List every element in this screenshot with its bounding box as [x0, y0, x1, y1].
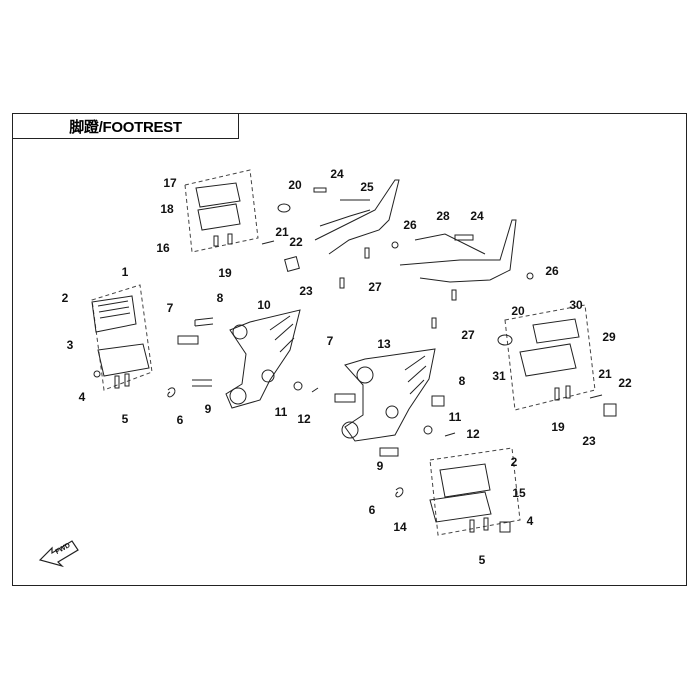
callout-28: 28: [436, 209, 450, 223]
callout-25: 25: [360, 180, 374, 194]
callout-19: 19: [218, 266, 232, 280]
callout-27: 27: [461, 328, 475, 342]
callout-20: 20: [511, 304, 525, 318]
callout-16: 16: [156, 241, 170, 255]
left-bracket-part: [177, 309, 319, 409]
callout-9: 9: [376, 459, 384, 473]
callout-21: 21: [598, 367, 612, 381]
callout-20: 20: [288, 178, 302, 192]
callout-12: 12: [297, 412, 311, 426]
callout-5: 5: [121, 412, 129, 426]
callout-12: 12: [466, 427, 480, 441]
callout-30: 30: [569, 298, 583, 312]
callout-26: 26: [403, 218, 417, 232]
callout-4: 4: [526, 514, 534, 528]
lower-right-footrest-part: [395, 463, 511, 533]
callout-19: 19: [551, 420, 565, 434]
callout-24: 24: [330, 167, 344, 181]
callout-22: 22: [289, 235, 303, 249]
callout-31: 31: [492, 369, 506, 383]
callout-11: 11: [448, 410, 462, 424]
callout-3: 3: [66, 338, 74, 352]
callout-10: 10: [257, 298, 271, 312]
callout-6: 6: [368, 503, 376, 517]
callout-8: 8: [216, 291, 224, 305]
callout-24: 24: [470, 209, 484, 223]
callout-27: 27: [368, 280, 382, 294]
group-boxes: [91, 169, 596, 536]
callout-7: 7: [326, 334, 334, 348]
callout-11: 11: [274, 405, 288, 419]
callout-26: 26: [545, 264, 559, 278]
callout-14: 14: [393, 520, 407, 534]
callout-29: 29: [602, 330, 616, 344]
callout-17: 17: [163, 176, 177, 190]
passenger-bracket-parts: [313, 179, 534, 329]
callout-4: 4: [78, 390, 86, 404]
callout-13: 13: [377, 337, 391, 351]
diagram-title: 脚蹬/FOOTREST: [12, 113, 239, 139]
callout-8: 8: [458, 374, 466, 388]
callout-18: 18: [160, 202, 174, 216]
callout-1: 1: [121, 265, 129, 279]
upper-left-footrest-part: [195, 182, 300, 272]
callout-21: 21: [275, 225, 289, 239]
callout-23: 23: [582, 434, 596, 448]
callout-2: 2: [61, 291, 69, 305]
callout-15: 15: [512, 486, 526, 500]
right-footrest-part: [497, 318, 617, 417]
callout-6: 6: [176, 413, 184, 427]
diagram-frame: [12, 113, 687, 586]
callout-2: 2: [510, 455, 518, 469]
callout-7: 7: [166, 301, 174, 315]
fwd-arrow-icon: [38, 540, 79, 568]
right-bracket-part: [334, 348, 456, 457]
left-footrest-part: [91, 295, 176, 398]
callout-23: 23: [299, 284, 313, 298]
callout-5: 5: [478, 553, 486, 567]
callout-9: 9: [204, 402, 212, 416]
callout-22: 22: [618, 376, 632, 390]
